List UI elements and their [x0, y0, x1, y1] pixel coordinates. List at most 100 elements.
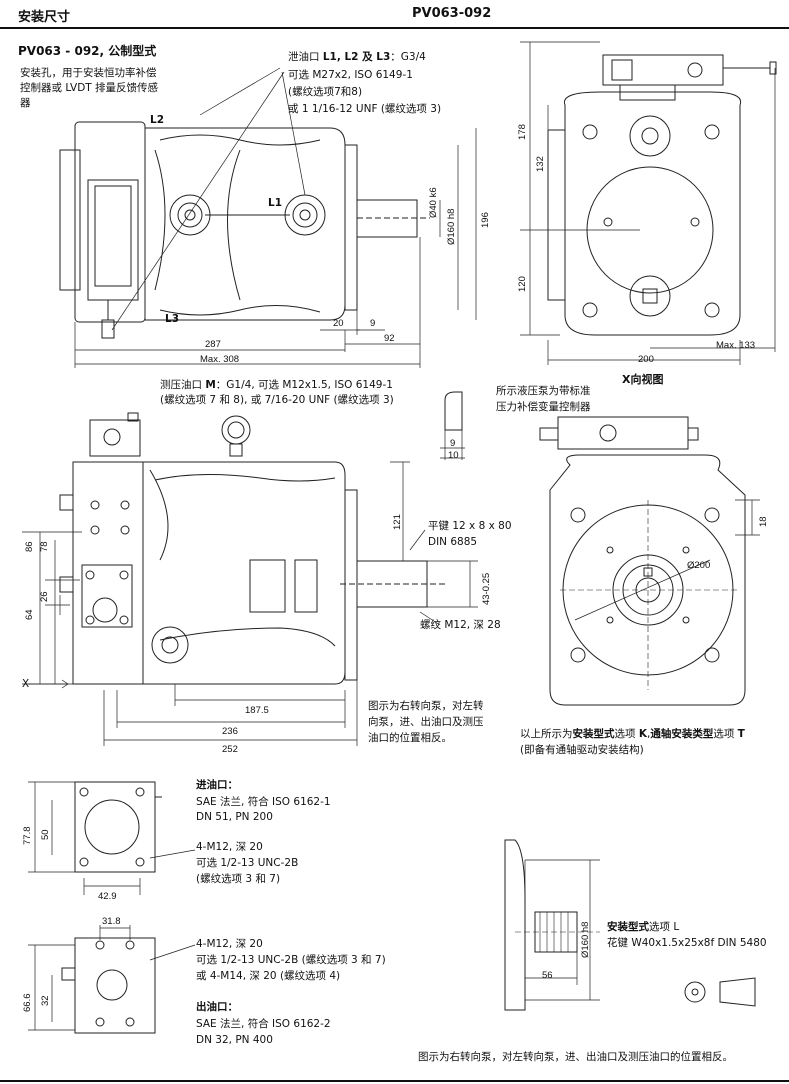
mount-hole-note-line3: 器 — [20, 97, 31, 109]
gauge-port: M — [205, 379, 216, 391]
top-view-pump — [59, 121, 430, 339]
controller-note-line1: 所示液压泵为带标准 — [496, 385, 591, 397]
top-view-dimension-lines — [74, 67, 477, 368]
spline-title: 安装型式选项 L — [607, 920, 679, 935]
port-label-l1: L1 — [268, 197, 282, 209]
spline-title-a: 安装型式 — [607, 921, 649, 933]
dim-236: 236 — [222, 726, 238, 737]
inlet-title: 进油口： — [196, 779, 238, 791]
x-view-title: X向视图 — [622, 373, 664, 386]
dim-121: 121 — [392, 514, 403, 530]
section-title: PV063 - 092, 公制型式 — [18, 44, 157, 58]
dim-86: 86 — [24, 541, 35, 552]
dim-d160: Ø160 h8 — [446, 208, 457, 245]
drain-port-note-line1: 泄油口 L1, L2 及 L3：G3/4 — [288, 50, 426, 65]
mount-hole-note-line2: 控制器或 LVDT 排量反馈传感 — [20, 82, 159, 94]
header-right-title: PV063-092 — [412, 6, 492, 21]
option-note-line2: (即备有通轴驱动安装结构) — [520, 744, 644, 756]
dim-178: 178 — [517, 124, 528, 140]
drain-port-note-line2: 可选 M27x2, ISO 6149-1 — [288, 69, 413, 81]
drain-port-note-line4: 或 1 1/16-12 UNF (螺纹选项 3) — [288, 103, 442, 115]
rotation-note-line2: 向泵，进、出油口及测压 — [368, 716, 484, 728]
inlet-bolt2: 可选 1/2-13 UNC-2B — [196, 857, 299, 869]
x-arrow-label: X — [22, 678, 30, 690]
x-view-pump — [547, 54, 777, 336]
footer-note: 图示为右转向泵，对左转向泵，进、出油口及测压油口的位置相反。 — [418, 1051, 733, 1063]
outlet-line2: DN 32, PN 400 — [196, 1034, 273, 1046]
dim-d40: Ø40 k6 — [428, 187, 439, 218]
dim-56: 56 — [542, 970, 553, 981]
option-a: 以上所示为 — [520, 728, 573, 740]
dim-187: 187.5 — [245, 705, 269, 716]
inlet-bolt3: (螺纹选项 3 和 7) — [196, 873, 281, 885]
footer-rule — [0, 1080, 789, 1082]
outlet-title: 出油口： — [196, 1001, 238, 1013]
spline-title-b: 选项 L — [649, 921, 680, 933]
dim-43: 43-0.25 — [481, 572, 492, 605]
drain-prefix: 泄油口 — [288, 51, 323, 63]
outlet-bolt2: 可选 1/2-13 UNC-2B (螺纹选项 3 和 7) — [196, 954, 386, 966]
port-label-l2: L2 — [150, 114, 164, 126]
inlet-line2: DN 51, PN 200 — [196, 811, 273, 823]
outlet-port-drawing — [28, 925, 196, 1034]
key-detail — [440, 391, 465, 460]
dim-key-9: 9 — [450, 438, 456, 449]
option-note-line1: 以上所示为安装型式选项 K,通轴安装类型选项 T — [520, 727, 745, 742]
drain-ports: L1, L2 及 L3 — [322, 51, 391, 63]
dim-78: 78 — [39, 541, 50, 552]
spline-line2: 花键 W40x1.5x25x8f DIN 5480 — [607, 937, 767, 949]
dim-200: 200 — [638, 354, 654, 365]
dim-66: 66.6 — [22, 993, 33, 1013]
dim-196: 196 — [480, 212, 491, 228]
rotation-note-line3: 油口的位置相反。 — [368, 732, 452, 744]
dim-31: 31.8 — [102, 916, 121, 927]
dim-287: 287 — [205, 339, 221, 350]
controller-note-line2: 压力补偿变量控制器 — [496, 401, 591, 413]
inlet-port-drawing — [28, 781, 196, 895]
dim-42: 42.9 — [98, 891, 117, 902]
option-h: T — [737, 728, 745, 740]
spline-shaft-drawing — [504, 839, 756, 1011]
dim-308: Max. 308 — [200, 354, 240, 365]
thread-note: 螺纹 M12, 深 28 — [420, 619, 501, 631]
port-label-l3: L3 — [165, 313, 179, 325]
dim-26: 26 — [39, 591, 50, 602]
dim-d200: Ø200 — [687, 560, 711, 571]
gauge-suffix: ：G1/4, 可选 M12x1.5, ISO 6149-1 — [215, 379, 393, 391]
dim-9: 9 — [370, 318, 376, 329]
inlet-line1: SAE 法兰, 符合 ISO 6162-1 — [196, 796, 331, 808]
gauge-prefix: 测压油口 — [160, 379, 206, 391]
gauge-port-note-line2: (螺纹选项 7 和 8), 或 7/16-20 UNF (螺纹选项 3) — [160, 394, 394, 406]
drain-suffix: ：G3/4 — [390, 51, 426, 63]
x-view-dimension-lines — [520, 41, 776, 365]
dim-max133: Max. 133 — [716, 340, 756, 351]
rotation-note-line1: 图示为右转向泵，对左转 — [368, 700, 484, 712]
drain-port-note-line3: (螺纹选项7和8) — [288, 86, 363, 98]
option-d: K — [638, 728, 647, 740]
gauge-port-note-line1: 测压油口 M：G1/4, 可选 M12x1.5, ISO 6149-1 — [160, 378, 393, 393]
dim-50: 50 — [40, 829, 51, 840]
outlet-line1: SAE 法兰, 符合 ISO 6162-2 — [196, 1018, 331, 1030]
dim-spline-160: Ø160 h8 — [580, 921, 591, 958]
mount-hole-note-line1: 安装孔，用于安装恒功率补偿 — [20, 67, 157, 79]
dim-18: 18 — [758, 516, 769, 527]
dim-132: 132 — [535, 156, 546, 172]
side-view-dimension-lines — [22, 461, 478, 746]
header-rule — [0, 27, 789, 29]
option-e: , — [646, 728, 651, 740]
option-f: 通轴安装类型 — [650, 728, 714, 740]
front-view-dimension-lines — [574, 499, 760, 621]
key-note: 平键 12 x 8 x 80 — [428, 520, 512, 532]
option-b: 安装型式 — [572, 728, 615, 740]
inlet-bolt1: 4-M12, 深 20 — [196, 841, 263, 853]
dim-92: 92 — [384, 333, 395, 344]
option-c: 选项 — [614, 728, 639, 740]
dim-77: 77.8 — [22, 826, 33, 846]
outlet-bolt1: 4-M12, 深 20 — [196, 938, 263, 950]
dim-20: 20 — [333, 318, 344, 329]
front-view-pump — [539, 416, 746, 706]
option-g: 选项 — [713, 728, 738, 740]
dim-key-10: 10 — [448, 450, 459, 461]
dim-252: 252 — [222, 744, 238, 755]
